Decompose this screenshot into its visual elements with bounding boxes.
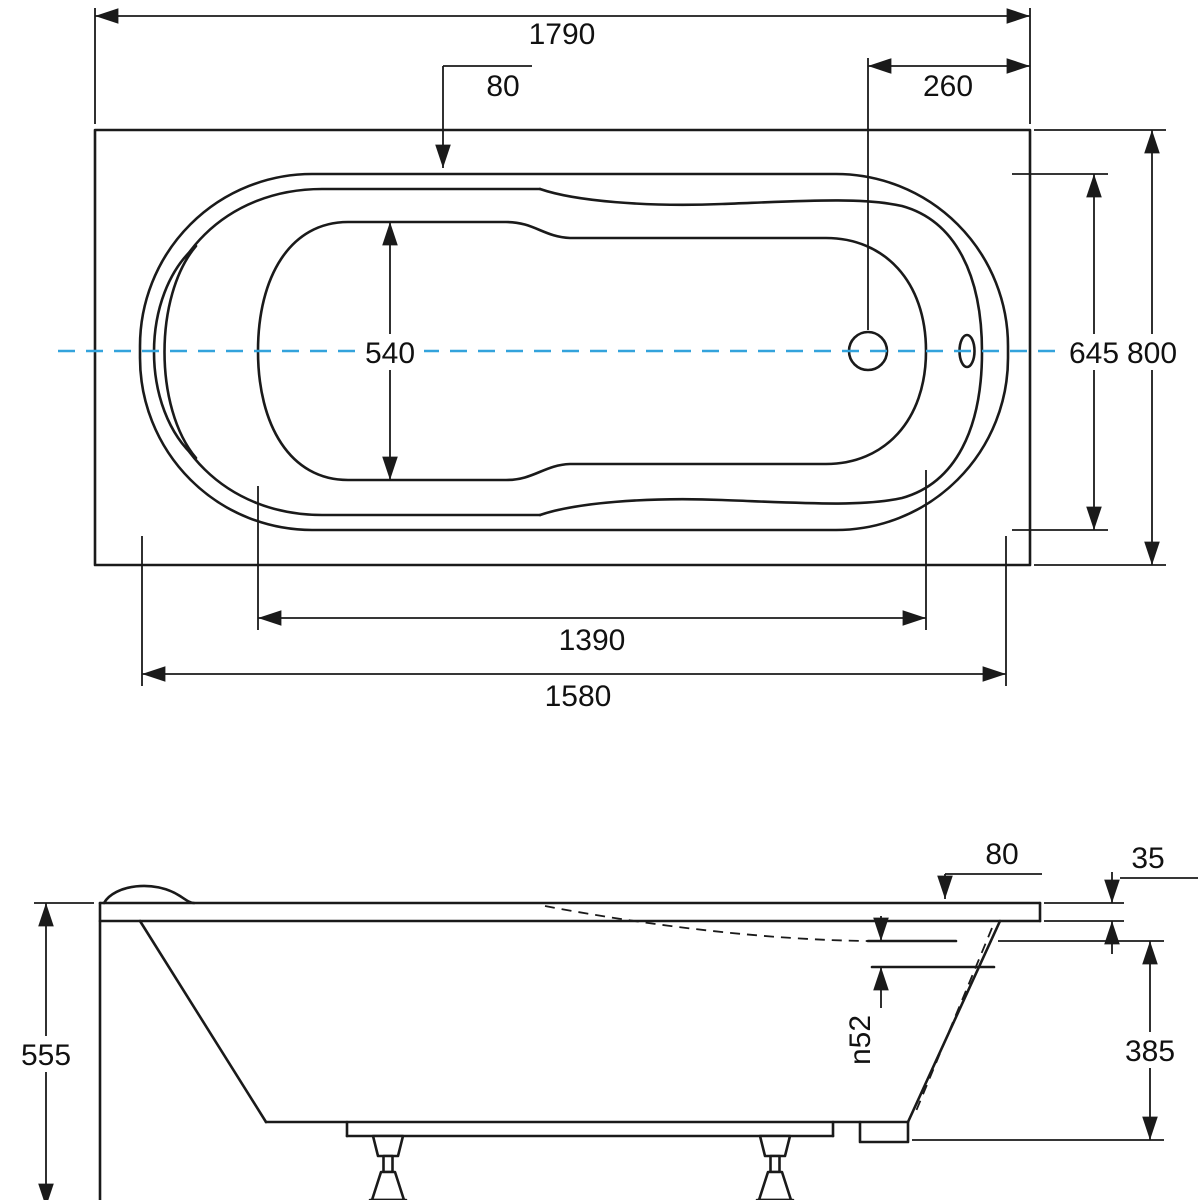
hidden-inner-contour xyxy=(544,905,869,942)
dim-label-drain-diameter: n52 xyxy=(844,1015,877,1065)
label-mask xyxy=(16,1036,76,1072)
headrest-profile xyxy=(102,884,196,905)
label-mask xyxy=(1120,334,1186,370)
dim-label-inner-depth: 385 xyxy=(1125,1035,1175,1068)
label-mask xyxy=(356,334,424,370)
adjustable-foot-right xyxy=(755,1134,795,1200)
dim-label-rim-overhang: 80 xyxy=(985,838,1018,871)
dim-label-rim-length: 1580 xyxy=(545,680,612,713)
dim-label-overall-width: 800 xyxy=(1127,337,1177,370)
dim-label-basin-width: 540 xyxy=(365,337,415,370)
headrest-shape xyxy=(152,244,198,460)
adjustable-foot-left xyxy=(368,1134,408,1200)
label-mask xyxy=(1062,334,1126,370)
tub-right-wall xyxy=(906,919,1002,1124)
dim-label-total-height: 555 xyxy=(21,1039,71,1072)
bottom-right-step xyxy=(858,1120,910,1144)
side-view: 555 80 35 n52 385 xyxy=(16,838,1198,1200)
dim-label-rim-width: 645 xyxy=(1069,337,1119,370)
label-mask xyxy=(1120,1032,1182,1068)
top-view: 1790 80 260 540 645 800 1390 1 xyxy=(58,8,1186,713)
dim-label-edge-offset: 80 xyxy=(486,70,519,103)
tub-left-wall xyxy=(138,919,268,1124)
dim-label-basin-length: 1390 xyxy=(559,624,626,657)
dim-label-rim-thickness: 35 xyxy=(1131,842,1164,875)
dim-label-drain-to-edge: 260 xyxy=(923,70,973,103)
dim-label-overall-length: 1790 xyxy=(529,18,596,51)
